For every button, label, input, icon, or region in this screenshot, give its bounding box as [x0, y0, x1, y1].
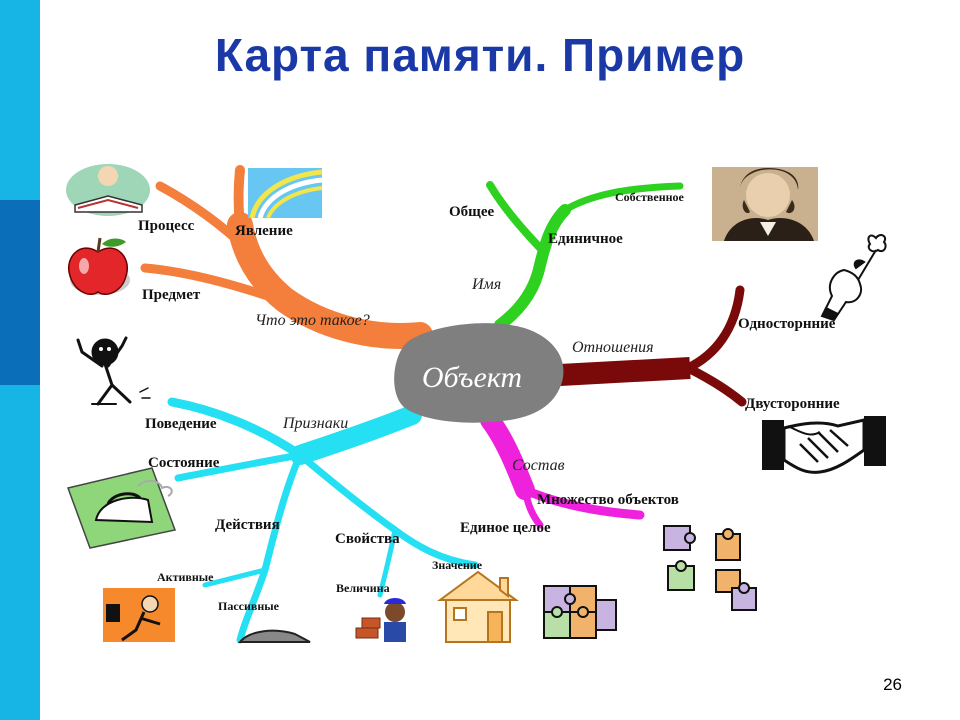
jumping-figure-image	[76, 336, 151, 406]
branch-name	[486, 181, 684, 331]
branch-name-to-proper	[561, 182, 684, 214]
branch-name-label: Имя	[471, 276, 501, 293]
center-blob	[394, 323, 564, 423]
page-number: 26	[883, 675, 902, 694]
branch-composition-label: Состав	[512, 457, 565, 474]
portrait-image	[712, 167, 818, 241]
slide-title: Карта памяти. Пример	[214, 29, 746, 81]
leaf-single-whole: Единое целое	[460, 520, 551, 536]
reading-person-image	[66, 164, 150, 216]
branch-relations	[559, 285, 747, 407]
branch-composition-to-whole	[521, 486, 544, 529]
branch-what-to-process	[155, 181, 253, 255]
branch-what-label: Что это такое?	[255, 312, 370, 329]
leaf-common: Общее	[449, 204, 494, 220]
branch-what-to-phenomenon	[233, 165, 245, 230]
iron-image	[67, 467, 177, 549]
apple-image	[68, 237, 130, 296]
animal-image	[237, 629, 311, 643]
boy-image	[355, 598, 406, 642]
leaf-value: Значение	[432, 558, 483, 572]
branch-features-trunk	[290, 405, 422, 465]
puzzle-whole-image	[543, 585, 617, 639]
branch-features-to-active	[202, 567, 268, 588]
branch-features-to-properties	[296, 451, 479, 569]
branch-what	[140, 165, 433, 349]
leaf-magnitude: Величина	[336, 581, 390, 595]
branch-what-trunk	[227, 212, 433, 349]
leaf-behavior: Поведение	[145, 416, 217, 432]
branch-composition-trunk	[480, 410, 535, 500]
leaf-subject: Предмет	[142, 287, 201, 303]
leaf-proper: Собственное	[615, 190, 685, 204]
leaf-actions: Действия	[215, 517, 280, 533]
leaf-two-sided: Двусторонние	[745, 396, 840, 412]
leaf-state: Состояние	[148, 455, 220, 471]
handshake-image	[762, 416, 886, 474]
branch-relations-to-one-sided	[683, 285, 745, 373]
leaf-active: Активные	[157, 570, 214, 584]
branch-relations-to-two-sided	[683, 363, 747, 407]
rainbow-image	[248, 168, 323, 219]
leaf-passive: Пассивные	[218, 599, 280, 613]
branch-relations-trunk	[559, 357, 691, 386]
puzzle-set-image	[663, 525, 757, 611]
side-bar-accent	[0, 200, 40, 385]
branch-name-trunk	[494, 204, 571, 331]
center-node: Объект	[394, 323, 564, 423]
house-image	[436, 570, 520, 643]
leaf-single: Единичное	[548, 231, 623, 247]
branch-composition-to-set	[520, 485, 645, 520]
branch-features-label: Признаки	[282, 415, 348, 432]
leaf-phenomenon: Явление	[235, 223, 293, 239]
branch-what-to-subject	[140, 263, 285, 305]
runner-image	[103, 588, 175, 642]
leaf-process: Процесс	[138, 218, 195, 234]
branch-relations-label: Отношения	[572, 339, 654, 356]
center-label: Объект	[422, 361, 522, 394]
branch-features-to-state	[174, 451, 304, 482]
branch-composition	[480, 410, 645, 529]
branch-features-to-behavior	[167, 397, 305, 460]
leaf-one-sided: Односторнние	[738, 316, 836, 332]
leaf-properties: Свойства	[335, 531, 400, 547]
branch-features-to-magnitude	[377, 527, 398, 598]
leaf-set: Множество объектов	[537, 492, 679, 508]
branch-features	[167, 397, 479, 644]
branch-name-to-common	[486, 181, 546, 254]
hand-rose-image	[820, 234, 887, 322]
